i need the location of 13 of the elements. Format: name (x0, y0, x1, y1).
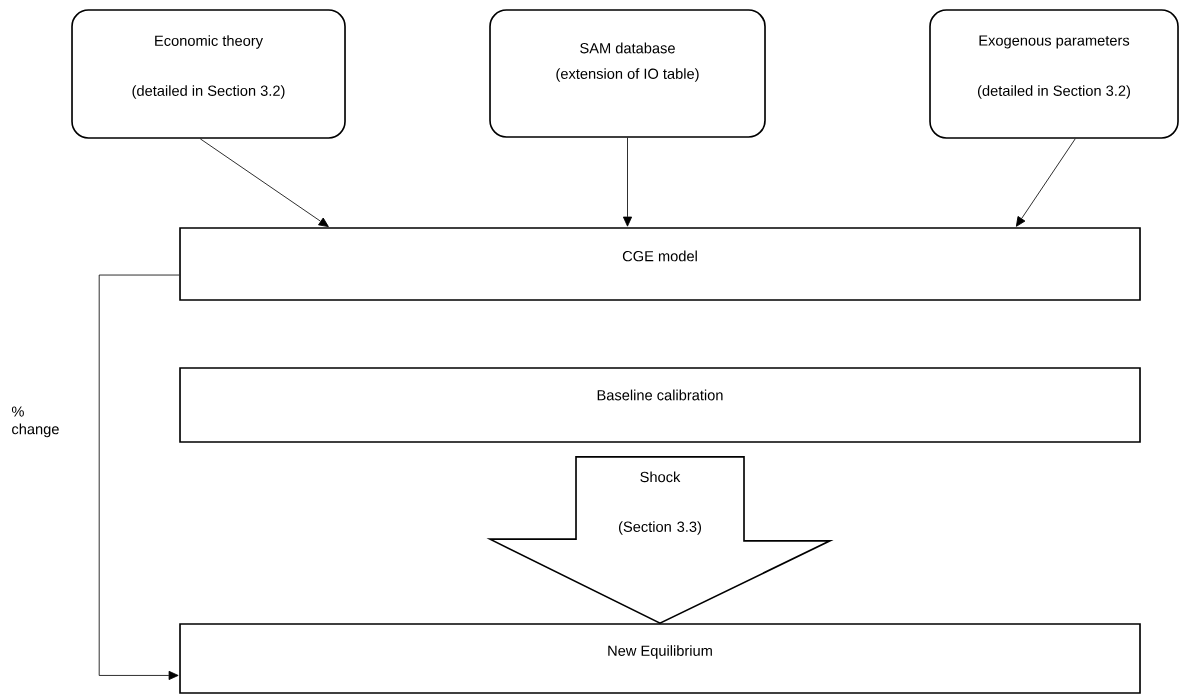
block-arrow (486, 456, 834, 625)
process-box: New Equilibrium (179, 623, 1141, 694)
arrow (622, 137, 633, 227)
arrow (1015, 138, 1076, 227)
input-box: Exogenous parameters (detailed in Section 3.2) (929, 9, 1179, 139)
edge-label: % change (11, 406, 59, 438)
arrow (199, 138, 329, 227)
arrow (98, 274, 180, 680)
input-box: Economic theory (detailed in Section 3.2) (71, 9, 346, 139)
input-box: SAM database (extension of IO table) (489, 9, 766, 138)
process-box: Baseline calibration (179, 367, 1141, 443)
edge-label: Shock (Section 3.3) (619, 471, 701, 535)
process-box: CGE model (179, 227, 1141, 301)
